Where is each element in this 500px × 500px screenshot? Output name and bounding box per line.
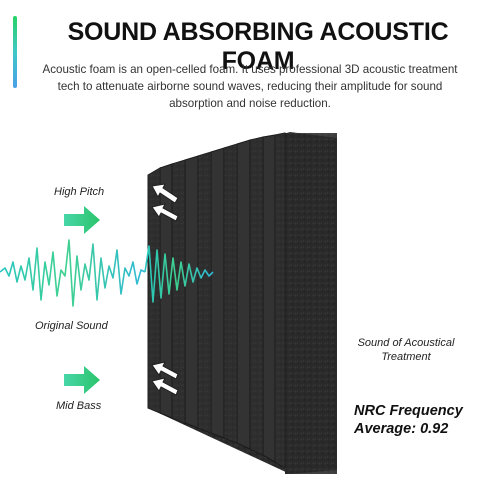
nrc-line-2: Average: 0.92 [354, 421, 449, 437]
high-pitch-label: High Pitch [54, 186, 105, 198]
nrc-rating: NRC Frequency Average: 0.92 [354, 402, 463, 438]
reflect-arrow-icon [151, 183, 179, 396]
absorbed-sound-wave [144, 245, 214, 303]
acoustic-foam-panel [147, 132, 337, 474]
nrc-line-1: NRC Frequency [354, 403, 463, 419]
original-sound-label: Original Sound [35, 320, 108, 332]
right-arrow-icon [64, 206, 100, 234]
description: Acoustic foam is an open-celled foam. It… [42, 63, 458, 110]
mid-bass-label: Mid Bass [56, 400, 102, 412]
right-arrow-icon [64, 366, 100, 394]
treated-sound-wave [341, 241, 498, 305]
treated-sound-label: Sound of Acoustical Treatment [357, 337, 455, 363]
original-sound-wave [0, 239, 146, 307]
accent-bar [13, 16, 17, 88]
page-title: SOUND ABSORBING ACOUSTIC FOAM [67, 18, 449, 75]
